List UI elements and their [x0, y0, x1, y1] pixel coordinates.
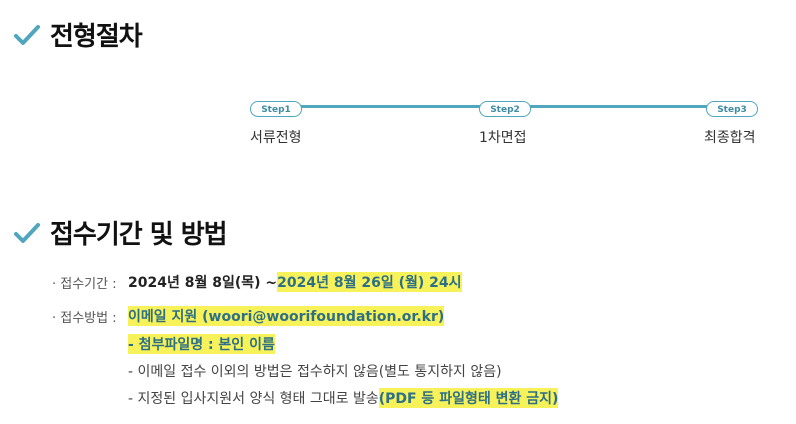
step-progress: Step1 서류전형 Step2 1차면접 Step3 최종합격: [250, 97, 760, 157]
step-badge: Step1: [250, 101, 302, 117]
note-row-1: - 이메일 접수 이외의 방법은 접수하지 않음(별도 통지하지 않음): [128, 361, 502, 381]
period-label: · 접수기간 :: [52, 276, 117, 292]
note-2-highlight: (PDF 등 파일형태 변환 금지): [378, 388, 559, 408]
note-2-prefix: - 지정된 입사지원서 양식 형태 그대로 발송: [128, 391, 379, 407]
step-3: Step3 최종합격: [704, 97, 758, 146]
section-title-application: 접수기간 및 방법: [14, 214, 228, 251]
period-start: 2024년 8월 8일(목) ~: [128, 275, 278, 291]
note-row-2: - 지정된 입사지원서 양식 형태 그대로 발송(PDF 등 파일형태 변환 금…: [128, 388, 559, 408]
attachment-name: - 첨부파일명 : 본인 이름: [128, 334, 275, 354]
email-address: 이메일 지원 (woori@woorifoundation.or.kr): [128, 306, 445, 326]
period-end: 2024년 8월 26일 (월) 24시: [277, 272, 462, 292]
step-badge: Step3: [706, 101, 758, 117]
check-icon: [14, 24, 40, 45]
page-title: 전형절차: [50, 22, 143, 52]
step-2: Step2 1차면접: [479, 97, 531, 146]
method-label: · 접수방법 :: [52, 310, 117, 326]
step-label: 서류전형: [250, 130, 302, 146]
step-1: Step1 서류전형: [250, 97, 302, 146]
check-icon: [14, 222, 40, 243]
note-1: - 이메일 접수 이외의 방법은 접수하지 않음(별도 통지하지 않음): [128, 364, 502, 380]
method-row: · 접수방법 : 이메일 지원 (woori@woorifoundation.o…: [52, 306, 445, 326]
attachment-row: - 첨부파일명 : 본인 이름: [128, 334, 275, 354]
step-label: 최종합격: [704, 130, 756, 146]
section-title-procedure: 전형절차: [14, 16, 143, 53]
step-label: 1차면접: [479, 130, 527, 146]
step-badge: Step2: [479, 101, 531, 117]
section-heading: 접수기간 및 방법: [50, 220, 228, 250]
period-row: · 접수기간 : 2024년 8월 8일(목) ~ 2024년 8월 26일 (…: [52, 272, 462, 292]
